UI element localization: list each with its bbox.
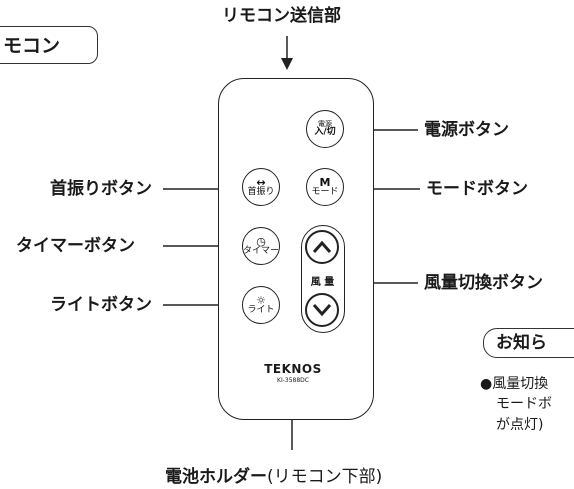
transmitter-label: リモコン送信部 (222, 6, 341, 26)
brand-logo: TEKNOS (264, 362, 322, 376)
notice-line-1: ●風量切換 (480, 376, 549, 392)
battery-holder-title: 電池ホルダー (165, 467, 267, 487)
wind-label: 風 量 (310, 277, 335, 288)
battery-holder-label: 電池ホルダー(リモコン下部) (165, 462, 382, 487)
wind-speed-control: 風 量 (301, 225, 345, 333)
mode-button[interactable]: M モード (306, 168, 344, 206)
model-number: KI-3588DC (277, 377, 309, 384)
mode-label: モード (311, 186, 339, 197)
chevron-down-icon (312, 304, 332, 317)
timer-button-label: タイマーボタン (16, 236, 135, 256)
notice-line-2: モードボ (496, 396, 552, 412)
lightbulb-icon: ☼ (256, 293, 266, 307)
light-label: ライト (247, 304, 275, 315)
swing-button[interactable]: ↔ 首振り (242, 168, 280, 206)
clock-icon: ◷ (256, 234, 266, 248)
timer-label: タイマー (243, 245, 280, 256)
wind-button-label: 風量切換ボタン (424, 273, 543, 293)
light-button[interactable]: ☼ ライト (242, 286, 280, 324)
battery-holder-note: (リモコン下部) (267, 467, 383, 487)
swing-arrows-icon: ↔ (256, 175, 266, 189)
notice-title: お知ら (483, 328, 574, 358)
notice-line-3: が点灯) (496, 417, 544, 433)
swing-button-label: 首振りボタン (50, 179, 152, 199)
swing-label: 首振り (247, 186, 275, 197)
section-title: モコン (0, 26, 98, 64)
power-label-line1: 電源 (318, 119, 332, 128)
wind-down-button[interactable] (305, 293, 339, 327)
timer-button[interactable]: ◷ タイマー (242, 227, 280, 265)
power-button[interactable]: 電源 入/切 (306, 110, 344, 148)
power-button-label: 電源ボタン (424, 120, 509, 140)
wind-up-button[interactable] (305, 230, 339, 264)
light-button-label: ライトボタン (50, 295, 152, 315)
mode-button-label: モードボタン (426, 179, 528, 199)
power-label-line2: 入/切 (314, 126, 336, 137)
mode-m-icon: M (319, 175, 331, 189)
chevron-up-icon (312, 240, 332, 253)
